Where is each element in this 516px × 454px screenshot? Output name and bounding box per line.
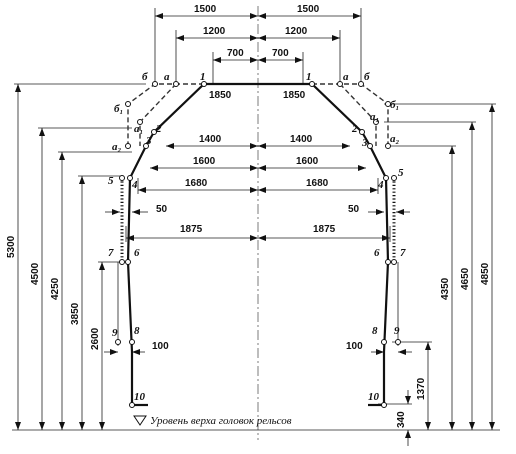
label-8-left: 8 (134, 325, 140, 337)
dim-50-right: 50 (348, 204, 360, 215)
dim-4500: 4500 (30, 262, 41, 285)
label-1-right: 1 (306, 71, 312, 83)
dim-4350: 4350 (440, 277, 451, 300)
label-a2-left: а₂ (112, 141, 122, 153)
label-5-right: 5 (398, 167, 404, 179)
label-10-right: 10 (368, 391, 380, 403)
dim-1400-left: 1400 (199, 134, 222, 145)
label-7-left: 7 (108, 247, 114, 259)
dim-50-left: 50 (156, 204, 168, 215)
outer-contour-right (312, 83, 389, 146)
label-4-left: 4 (131, 179, 138, 191)
label-3-left: 3 (145, 135, 152, 147)
label-5-left: 5 (108, 175, 114, 187)
main-contour (126, 82, 390, 405)
dim-1850-left: 1850 (209, 90, 232, 101)
dim-1875-left: 1875 (180, 224, 203, 235)
dim-1680-right: 1680 (306, 178, 329, 189)
horizontal-dimensions: 1500 1500 1200 1200 700 700 1850 1850 14… (104, 4, 412, 355)
label-b1-left: б₁ (114, 103, 123, 115)
dim-4250: 4250 (50, 277, 61, 300)
label-a2-right: а₂ (390, 133, 400, 145)
label-8-right: 8 (372, 325, 378, 337)
label-b-left: б (142, 71, 148, 83)
gauge-outlines (117, 82, 399, 407)
dim-1500-left: 1500 (194, 4, 217, 15)
dim-3850: 3850 (70, 302, 81, 325)
dim-100-right: 100 (346, 341, 363, 352)
vertical-dimensions-left: 5300 4500 4250 3850 2600 (6, 83, 146, 430)
dim-1400-right: 1400 (290, 134, 313, 145)
label-3-right: 3 (361, 137, 368, 149)
label-a-left: а (164, 71, 170, 83)
dim-2600: 2600 (90, 327, 101, 350)
dim-1500-right: 1500 (297, 4, 320, 15)
dim-700-right: 700 (272, 48, 289, 59)
label-9-right: 9 (394, 325, 400, 337)
dim-1850-right: 1850 (283, 90, 306, 101)
rail-level-note: Уровень верха головок рельсов (150, 415, 292, 427)
label-9-left: 9 (112, 327, 118, 339)
outer-contour-left (127, 83, 204, 146)
label-2-right: 2 (351, 123, 358, 135)
dim-1600-left: 1600 (193, 156, 216, 167)
label-6-left: 6 (134, 247, 140, 259)
gauge-points (115, 81, 401, 408)
label-a1-left: а₁ (134, 123, 143, 135)
dim-1680-left: 1680 (185, 178, 208, 189)
label-a1-right: а₁ (370, 111, 379, 123)
label-1-left: 1 (200, 71, 206, 83)
dim-1370: 1370 (416, 377, 427, 400)
point-labels: б а 1 1 а б б₁ а₁ 2 а₂ 3 б₁ а₁ 2 а₂ 3 5 … (108, 71, 406, 403)
rail-level-triangle-icon (133, 415, 147, 426)
label-a-right: а (343, 71, 349, 83)
dim-700-left: 700 (227, 48, 244, 59)
dim-5300: 5300 (6, 235, 17, 258)
label-7-right: 7 (400, 247, 406, 259)
dim-1200-right: 1200 (285, 26, 308, 37)
label-b1-right: б₁ (390, 99, 399, 111)
label-4-right: 4 (377, 179, 384, 191)
dim-1600-right: 1600 (296, 156, 319, 167)
vertical-dimensions-right: 4850 4650 4350 1370 340 (378, 103, 496, 446)
label-2-left: 2 (155, 123, 162, 135)
label-6-right: 6 (374, 247, 380, 259)
label-10-left: 10 (134, 391, 146, 403)
dim-4650: 4650 (460, 267, 471, 290)
label-b-right: б (364, 71, 370, 83)
dim-340: 340 (396, 411, 407, 428)
dim-1875-right: 1875 (313, 224, 336, 235)
dim-100-left: 100 (152, 341, 169, 352)
dim-1200-left: 1200 (203, 26, 226, 37)
dim-4850: 4850 (480, 262, 491, 285)
